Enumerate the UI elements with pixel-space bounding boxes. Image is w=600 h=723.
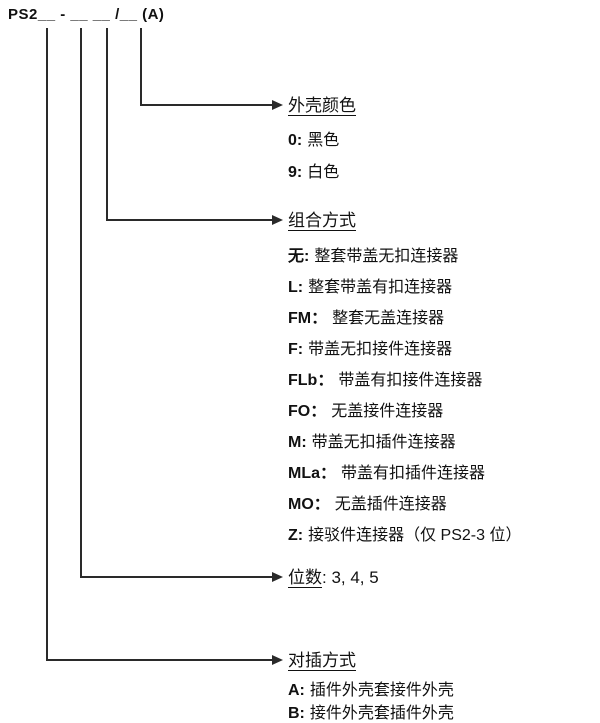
combination-item: MLa：带盖有扣插件连接器 <box>288 463 485 484</box>
section-title-combination: 组合方式 <box>288 211 356 230</box>
mating-item: B:接件外壳套插件外壳 <box>288 703 454 723</box>
item-desc: 带盖无扣接件连接器 <box>308 341 453 358</box>
item-desc: 白色 <box>307 164 340 181</box>
combination-item: M:带盖无扣插件连接器 <box>288 432 456 453</box>
combination-item: L:整套带盖有扣连接器 <box>288 277 452 298</box>
combination-item: FLb：带盖有扣接件连接器 <box>288 370 482 391</box>
combination-item: Z:接驳件连接器（仅 PS2-3 位） <box>288 525 521 546</box>
item-code: MO： <box>288 496 330 513</box>
item-desc: 带盖无扣插件连接器 <box>311 434 456 451</box>
arrow-line-shell-color <box>140 104 272 106</box>
arrow-line-mating <box>46 659 272 661</box>
item-code: A: <box>288 682 305 699</box>
item-code: M: <box>288 434 307 451</box>
item-desc: 整套带盖无扣连接器 <box>314 248 459 265</box>
item-code: F: <box>288 341 304 358</box>
item-desc: 接件外壳套插件外壳 <box>309 705 454 722</box>
part-number-code: PS2__ - __ __ /__ (A) <box>8 6 165 23</box>
item-desc: 黑色 <box>307 132 340 149</box>
item-desc: 带盖有扣插件连接器 <box>341 465 486 482</box>
section-title-shell-color: 外壳颜色 <box>288 96 356 115</box>
combination-item: F:带盖无扣接件连接器 <box>288 339 452 360</box>
item-code: B: <box>288 705 305 722</box>
leader-line-shell-color <box>140 28 142 105</box>
combination-item: MO：无盖插件连接器 <box>288 494 447 515</box>
leader-line-mating <box>46 28 48 660</box>
arrowhead-mating-icon <box>272 655 283 665</box>
item-desc: 整套带盖有扣连接器 <box>308 279 453 296</box>
arrowhead-shell-color-icon <box>272 100 283 110</box>
item-code: Z: <box>288 527 304 544</box>
shell-color-item: 9:白色 <box>288 162 339 183</box>
positions-row: 位数: 3, 4, 5 <box>288 567 379 588</box>
item-code: FLb： <box>288 372 334 389</box>
positions-values: : 3, 4, 5 <box>322 568 379 587</box>
item-desc: 整套无盖连接器 <box>332 310 445 327</box>
leader-line-combination <box>106 28 108 220</box>
item-code: MLa： <box>288 465 337 482</box>
item-code: L: <box>288 279 304 296</box>
combination-item: 无:整套带盖无扣连接器 <box>288 246 458 267</box>
mating-item: A:插件外壳套接件外壳 <box>288 680 454 701</box>
item-desc: 接驳件连接器（仅 PS2-3 位） <box>308 527 522 544</box>
arrow-line-combination <box>106 219 272 221</box>
item-desc: 插件外壳套接件外壳 <box>309 682 454 699</box>
item-code: FM： <box>288 310 328 327</box>
shell-color-item: 0:黑色 <box>288 130 339 151</box>
combination-item: FM：整套无盖连接器 <box>288 308 444 329</box>
leader-line-positions <box>80 28 82 577</box>
item-code: 无: <box>288 248 310 265</box>
item-desc: 无盖接件连接器 <box>331 403 444 420</box>
arrowhead-positions-icon <box>272 572 283 582</box>
combination-item: FO：无盖接件连接器 <box>288 401 443 422</box>
item-desc: 无盖插件连接器 <box>334 496 447 513</box>
arrow-line-positions <box>80 576 272 578</box>
arrowhead-combination-icon <box>272 215 283 225</box>
item-desc: 带盖有扣接件连接器 <box>338 372 483 389</box>
item-code: 9: <box>288 164 303 181</box>
section-title-mating: 对插方式 <box>288 651 356 670</box>
item-code: FO： <box>288 403 327 420</box>
section-title-positions: 位数 <box>288 568 322 587</box>
item-code: 0: <box>288 132 303 149</box>
